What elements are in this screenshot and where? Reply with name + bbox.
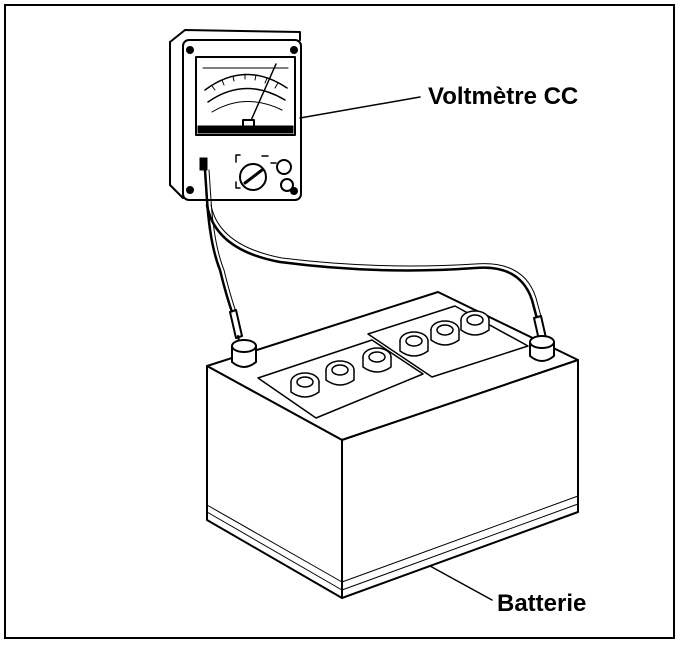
voltmeter-label: Voltmètre CC	[428, 83, 579, 110]
test-leads	[203, 168, 547, 347]
battery-icon	[206, 291, 579, 599]
voltmeter-leader-line	[299, 96, 421, 119]
battery-leader-line	[429, 565, 493, 601]
voltmeter-icon	[169, 29, 302, 201]
figure-frame	[4, 4, 675, 639]
battery-label: Batterie	[497, 590, 587, 617]
